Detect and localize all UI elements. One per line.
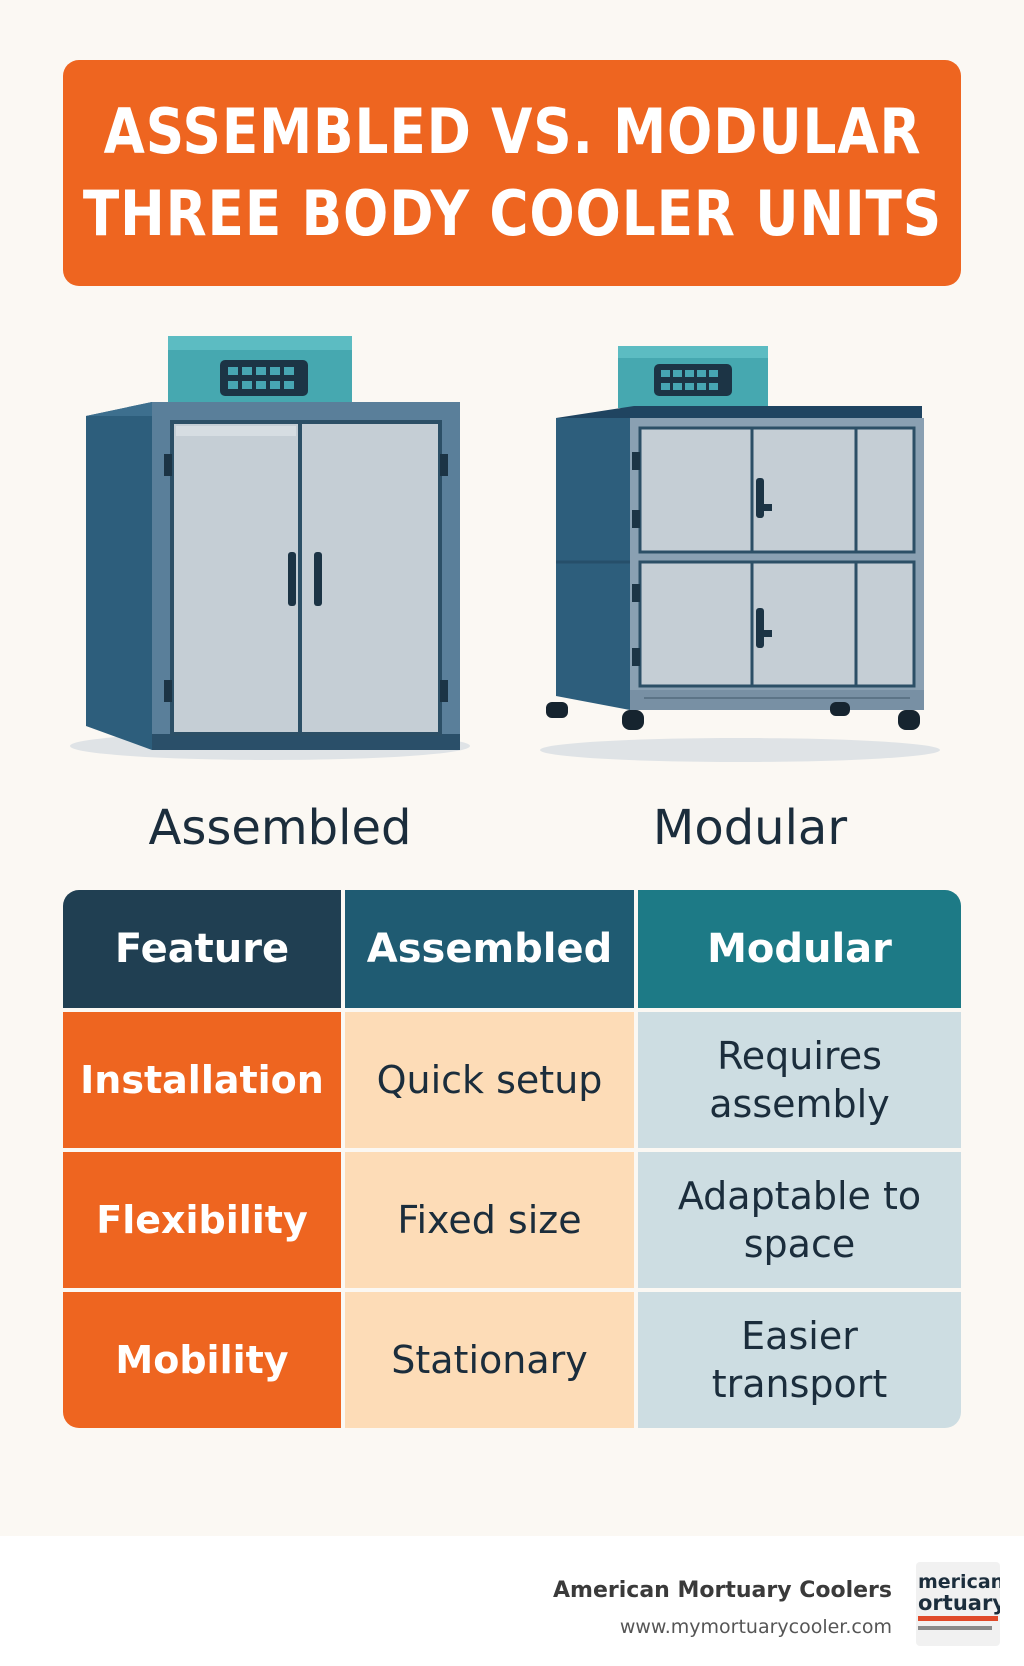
row-installation-modular: Requires assembly <box>638 1008 961 1148</box>
svg-text:ortuary: ortuary <box>918 1591 1000 1615</box>
brand-logo: merican ortuary <box>916 1562 1000 1646</box>
svg-text:merican: merican <box>918 1571 1000 1593</box>
assembled-cooler-illustration <box>60 330 480 780</box>
row-installation-feature: Installation <box>63 1008 345 1148</box>
modular-cooler-illustration <box>530 330 950 780</box>
assembled-cooler-icon <box>70 336 470 760</box>
title-line-1: ASSEMBLED VS. MODULAR <box>103 95 921 168</box>
header-feature: Feature <box>63 890 345 1008</box>
title-line-2: THREE BODY COOLER UNITS <box>82 177 942 250</box>
brand-logo-icon: merican ortuary <box>918 1571 1000 1630</box>
row-flexibility-feature: Flexibility <box>63 1148 345 1288</box>
modular-cooler-icon <box>540 346 940 762</box>
row-flexibility-modular: Adaptable to space <box>638 1148 961 1288</box>
header-assembled: Assembled <box>345 890 638 1008</box>
modular-caption: Modular <box>652 800 848 856</box>
brand-name: American Mortuary Coolers <box>553 1578 892 1603</box>
row-mobility-assembled: Stationary <box>345 1288 638 1428</box>
row-mobility-feature: Mobility <box>63 1288 345 1428</box>
row-flexibility-assembled: Fixed size <box>345 1148 638 1288</box>
title-banner: ASSEMBLED VS. MODULAR THREE BODY COOLER … <box>63 60 961 286</box>
comparison-table: Feature Assembled Modular Installation Q… <box>63 890 961 1428</box>
assembled-caption: Assembled <box>148 800 412 856</box>
header-modular: Modular <box>638 890 961 1008</box>
row-installation-assembled: Quick setup <box>345 1008 638 1148</box>
footer: American Mortuary Coolers www.mymortuary… <box>0 1536 1024 1666</box>
row-mobility-modular: Easier transport <box>638 1288 961 1428</box>
brand-url[interactable]: www.mymortuarycooler.com <box>619 1616 892 1638</box>
